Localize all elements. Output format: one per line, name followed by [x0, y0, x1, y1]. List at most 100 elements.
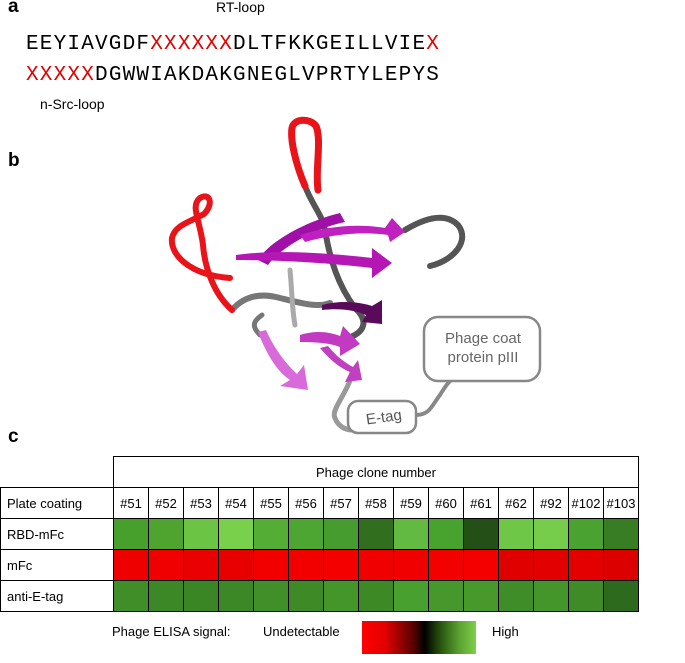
- heatmap-cell: [113, 549, 149, 581]
- heatmap-cell: [463, 518, 499, 550]
- fixed-residues: DGWWIAKDAKGNEGLVPRTYLEPYS: [95, 64, 441, 87]
- heatmap-cell: [603, 549, 639, 581]
- coil-segment: [302, 183, 367, 343]
- column-header: #53: [183, 487, 219, 519]
- column-header: #54: [218, 487, 254, 519]
- column-header: #55: [253, 487, 289, 519]
- heatmap-cell: [288, 549, 324, 581]
- heatmap-cell: [463, 580, 499, 612]
- panel-label-b: b: [8, 150, 20, 171]
- heatmap-cell: [428, 580, 464, 612]
- rt-loop-ribbon: [288, 116, 323, 194]
- fixed-residues: EEYIAVGDF: [26, 33, 151, 56]
- heatmap-cell: [113, 580, 149, 612]
- heatmap-cell: [533, 549, 569, 581]
- heatmap-cell: [568, 549, 604, 581]
- n-src-loop-label: n-Src-loop: [40, 96, 105, 112]
- panel-label-c: c: [8, 426, 19, 447]
- heatmap-cell: [218, 549, 254, 581]
- heatmap-cell: [183, 518, 219, 550]
- n-src-loop-ribbon: [168, 193, 235, 313]
- heatmap-cell: [498, 549, 534, 581]
- column-header: #51: [113, 487, 149, 519]
- heatmap-cell: [393, 518, 429, 550]
- heatmap-cell: [288, 580, 324, 612]
- heatmap-cell: [148, 580, 184, 612]
- row-label: mFc: [0, 549, 114, 581]
- heatmap-cell: [323, 518, 359, 550]
- legend-high-label: High: [492, 624, 519, 639]
- coil-segment: [251, 312, 265, 338]
- heatmap-cell: [568, 580, 604, 612]
- column-header: #60: [428, 487, 464, 519]
- rt-loop-label: RT-loop: [216, 0, 265, 15]
- heatmap-cell: [498, 580, 534, 612]
- sequence-line-1: EEYIAVGDFXXXXXXDLTFKKGEILLVIEX: [26, 33, 440, 56]
- beta-strand: [300, 326, 360, 356]
- beta-strand: [258, 213, 345, 265]
- heatmap-cell: [428, 549, 464, 581]
- beta-strand: [322, 300, 382, 324]
- legend-low-label: Undetectable: [263, 624, 340, 639]
- heatmap-cell: [323, 549, 359, 581]
- heatmap-cell: [358, 580, 394, 612]
- heatmap-cell: [533, 518, 569, 550]
- heatmap-cell: [498, 518, 534, 550]
- fixed-residues: DLTFKKGEILLVIE: [233, 33, 427, 56]
- randomized-residues: X: [426, 33, 441, 56]
- protein-structure-diagram: [168, 116, 542, 435]
- phage-coat-label-line2: protein pIII: [447, 349, 519, 366]
- heatmap-cell: [463, 549, 499, 581]
- heatmap-cell: [323, 580, 359, 612]
- coil-segment: [229, 292, 333, 313]
- column-header: #57: [323, 487, 359, 519]
- coil-segment: [402, 214, 466, 269]
- legend-gradient-bar: [362, 621, 476, 654]
- heatmap-cell: [113, 518, 149, 550]
- column-header: #59: [393, 487, 429, 519]
- phage-coat-label: Phage coat protein pIII: [441, 329, 525, 367]
- heatmap-cell: [148, 549, 184, 581]
- randomized-residues: XXXXX: [26, 64, 96, 87]
- beta-strand: [258, 330, 308, 390]
- group-header: Phage clone number: [113, 456, 639, 488]
- heatmap-cell: [183, 549, 219, 581]
- heatmap-cell: [428, 518, 464, 550]
- coil-segment: [331, 369, 355, 433]
- beta-strand: [236, 248, 392, 278]
- column-header: #52: [148, 487, 184, 519]
- column-header: #58: [358, 487, 394, 519]
- heatmap-cell: [568, 518, 604, 550]
- panel-label-a: a: [8, 0, 19, 17]
- column-header: #92: [533, 487, 569, 519]
- heatmap-cell: [183, 580, 219, 612]
- column-header: #61: [463, 487, 499, 519]
- corner-label: Plate coating: [0, 487, 114, 519]
- coil-segment: [287, 267, 298, 328]
- beta-strand: [300, 218, 405, 242]
- row-label: anti-E-tag: [0, 580, 114, 612]
- column-header: #102: [568, 487, 604, 519]
- heatmap-cell: [393, 580, 429, 612]
- phage-coat-label-line1: Phage coat: [445, 330, 521, 347]
- heatmap-corner-blank: [1, 457, 114, 488]
- column-header: #103: [603, 487, 639, 519]
- heatmap-cell: [253, 580, 289, 612]
- heatmap-cell: [533, 580, 569, 612]
- column-header: #56: [288, 487, 324, 519]
- beta-strand: [320, 346, 362, 382]
- heatmap-cell: [288, 518, 324, 550]
- legend-title: Phage ELISA signal:: [112, 624, 231, 639]
- heatmap-cell: [603, 580, 639, 612]
- heatmap-cell: [358, 549, 394, 581]
- heatmap-cell: [603, 518, 639, 550]
- sequence-line-2: XXXXXDGWWIAKDAKGNEGLVPRTYLEPYS: [26, 64, 440, 87]
- e-tag-box: [346, 399, 418, 435]
- column-header: #62: [498, 487, 534, 519]
- phage-coat-box: [422, 315, 542, 383]
- heatmap-cell: [148, 518, 184, 550]
- heatmap-cell: [393, 549, 429, 581]
- row-label: RBD-mFc: [0, 518, 114, 550]
